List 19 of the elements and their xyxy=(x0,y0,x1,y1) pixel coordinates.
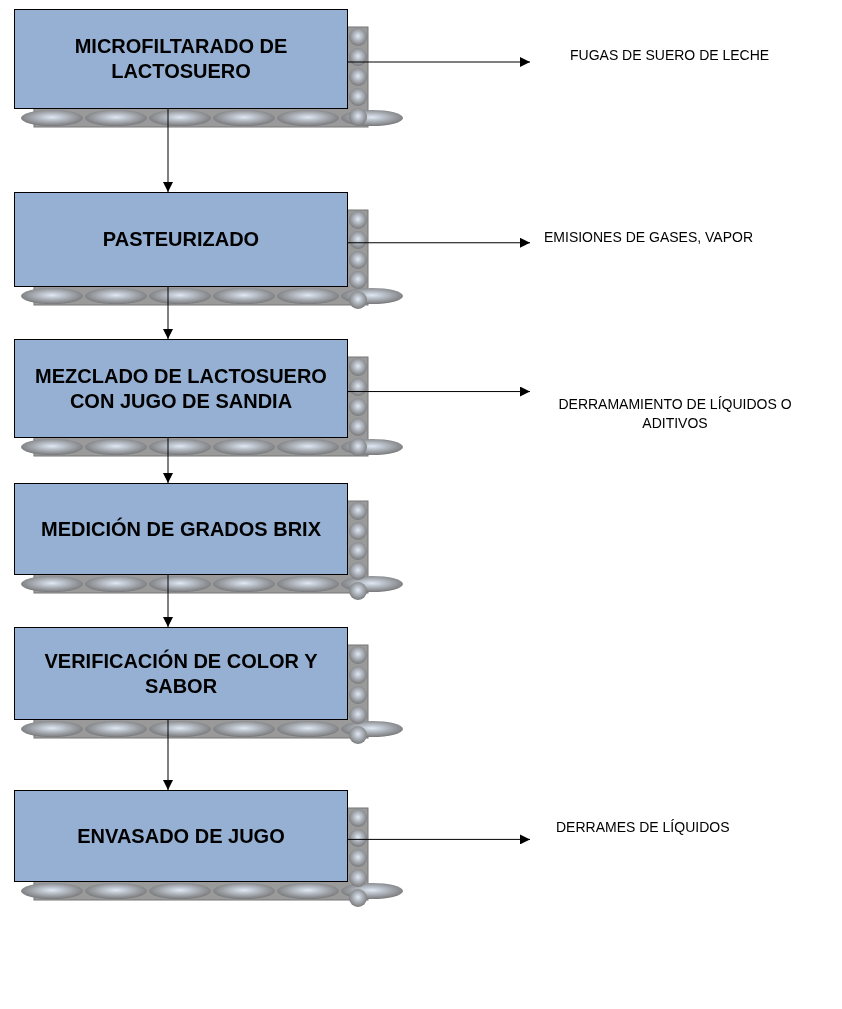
output-text: FUGAS DE SUERO DE LECHE xyxy=(530,40,830,70)
process-box: VERIFICACIÓN DE COLOR Y SABOR xyxy=(14,627,348,720)
arrow xyxy=(347,237,531,248)
output-text: DERRAMES DE LÍQUIDOS xyxy=(530,812,830,842)
arrow xyxy=(163,574,173,628)
arrow xyxy=(347,834,531,845)
process-box: PASTEURIZADO xyxy=(14,192,348,287)
process-box: MICROFILTARADO DE LACTOSUERO xyxy=(14,9,348,109)
arrow xyxy=(347,57,531,67)
arrow xyxy=(163,437,173,484)
arrow xyxy=(163,719,173,791)
arrow xyxy=(163,108,173,193)
arrow xyxy=(163,286,173,340)
process-box: MEDICIÓN DE GRADOS BRIX xyxy=(14,483,348,575)
output-text: EMISIONES DE GASES, VAPOR xyxy=(530,222,830,252)
arrow xyxy=(347,386,531,397)
output-text: DERRAMAMIENTO DE LÍQUIDOS O ADITIVOS xyxy=(530,392,820,436)
process-box: ENVASADO DE JUGO xyxy=(14,790,348,882)
process-box: MEZCLADO DE LACTOSUERO CON JUGO DE SANDIA xyxy=(14,339,348,438)
